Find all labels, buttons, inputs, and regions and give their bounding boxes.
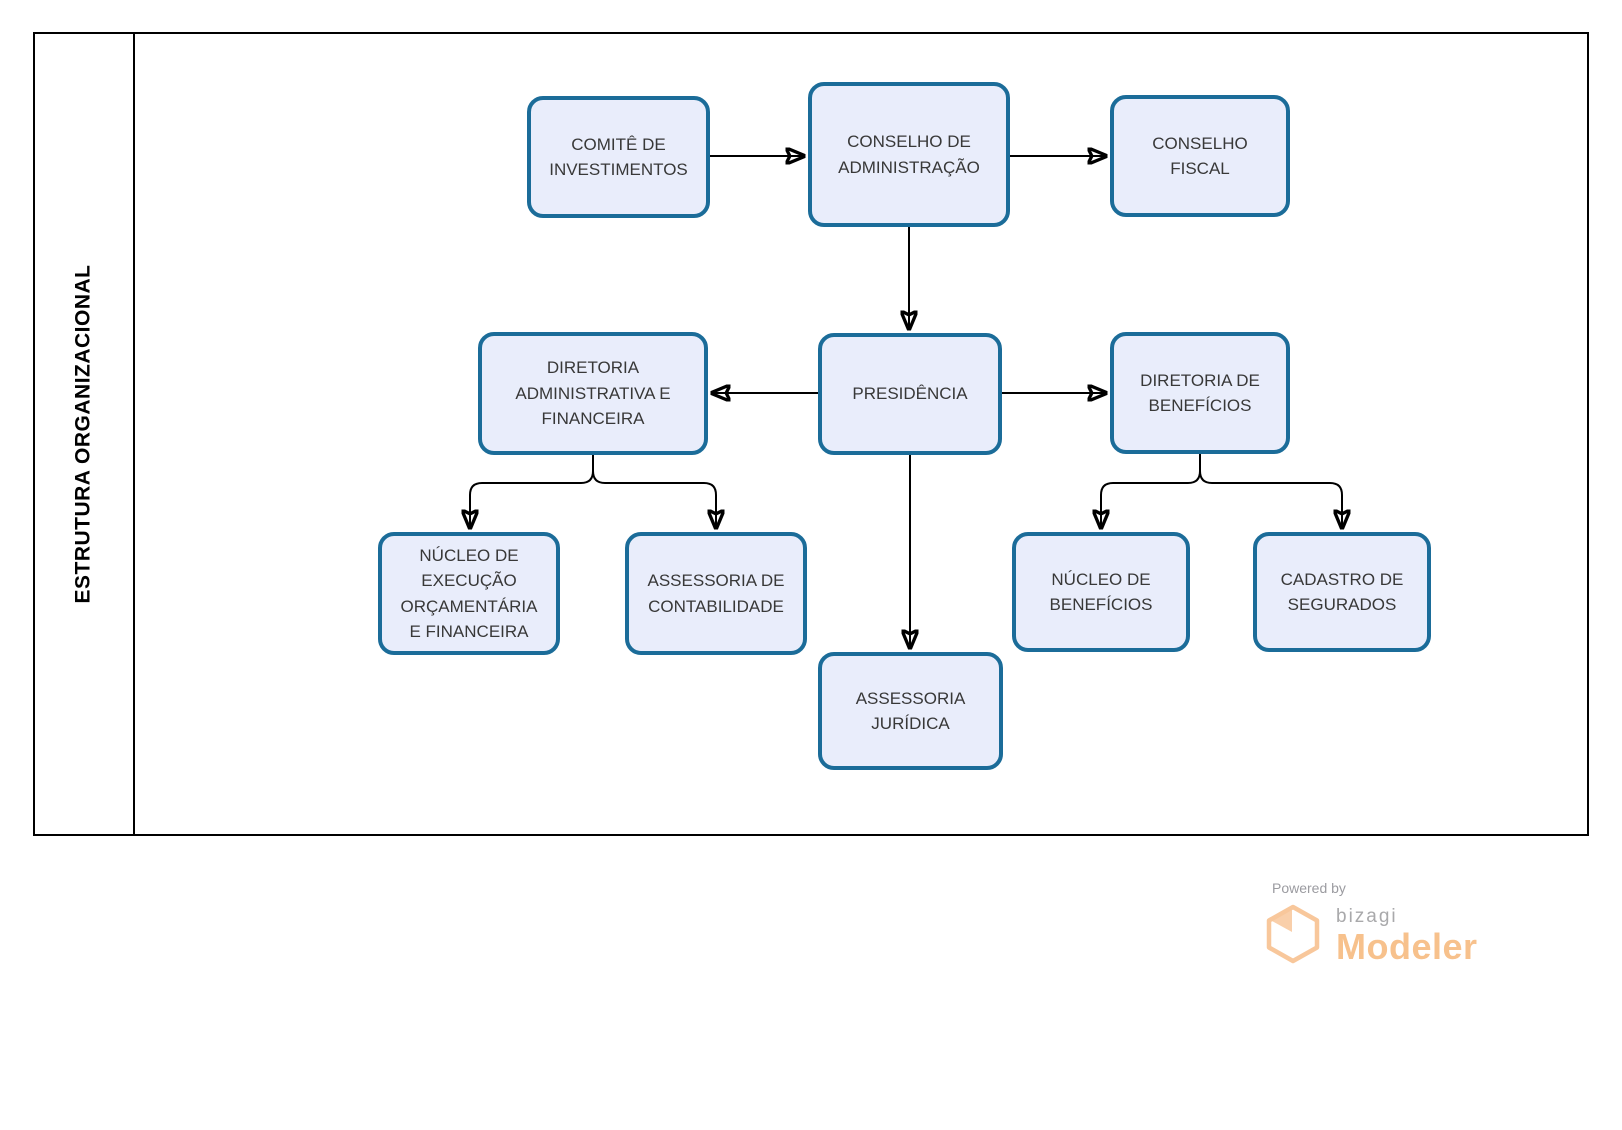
- node-diretoria-beneficios[interactable]: DIRETORIA DE BENEFÍCIOS: [1110, 332, 1290, 454]
- node-conselho-administracao[interactable]: CONSELHO DE ADMINISTRAÇÃO: [808, 82, 1010, 227]
- node-nucleo-beneficios[interactable]: NÚCLEO DE BENEFÍCIOS: [1012, 532, 1190, 652]
- node-label: CADASTRO DE SEGURADOS: [1280, 569, 1404, 615]
- pool-header[interactable]: ESTRUTURA ORGANIZACIONAL: [35, 34, 135, 834]
- pool-title: ESTRUTURA ORGANIZACIONAL: [72, 264, 96, 604]
- bizagi-wordmark: bizagi: [1336, 906, 1398, 927]
- node-conselho-fiscal[interactable]: CONSELHO FISCAL: [1110, 95, 1290, 217]
- node-assessoria-juridica[interactable]: ASSESSORIA JURÍDICA: [818, 652, 1003, 770]
- node-nucleo-execucao-orcamentaria-financeira[interactable]: NÚCLEO DE EXECUÇÃO ORÇAMENTÁRIA E FINANC…: [378, 532, 560, 655]
- node-label: NÚCLEO DE EXECUÇÃO ORÇAMENTÁRIA E FINANC…: [400, 545, 538, 642]
- bizagi-brand: Powered by bizagi Modeler: [1266, 880, 1546, 966]
- node-label: DIRETORIA DE BENEFÍCIOS: [1140, 370, 1260, 416]
- node-label: NÚCLEO DE BENEFÍCIOS: [1049, 569, 1153, 615]
- node-label: CONSELHO DE ADMINISTRAÇÃO: [838, 132, 980, 177]
- bizagi-hexagon-icon: [1266, 904, 1320, 964]
- node-label: ASSESSORIA JURÍDICA: [855, 688, 966, 734]
- node-label: CONSELHO FISCAL: [1152, 133, 1248, 179]
- node-assessoria-contabilidade[interactable]: ASSESSORIA DE CONTABILIDADE: [625, 532, 807, 655]
- node-label: PRESIDÊNCIA: [852, 384, 968, 404]
- node-comite-investimentos[interactable]: COMITÊ DE INVESTIMENTOS: [527, 96, 710, 218]
- modeler-wordmark: Modeler: [1336, 926, 1478, 967]
- node-label: COMITÊ DE INVESTIMENTOS: [549, 134, 688, 180]
- powered-by-label: Powered by: [1272, 880, 1346, 896]
- node-presidencia[interactable]: PRESIDÊNCIA: [818, 333, 1002, 455]
- node-cadastro-segurados[interactable]: CADASTRO DE SEGURADOS: [1253, 532, 1431, 652]
- node-label: ASSESSORIA DE CONTABILIDADE: [647, 571, 785, 616]
- node-diretoria-administrativa-financeira[interactable]: DIRETORIA ADMINISTRATIVA E FINANCEIRA: [478, 332, 708, 455]
- node-label: DIRETORIA ADMINISTRATIVA E FINANCEIRA: [515, 358, 671, 429]
